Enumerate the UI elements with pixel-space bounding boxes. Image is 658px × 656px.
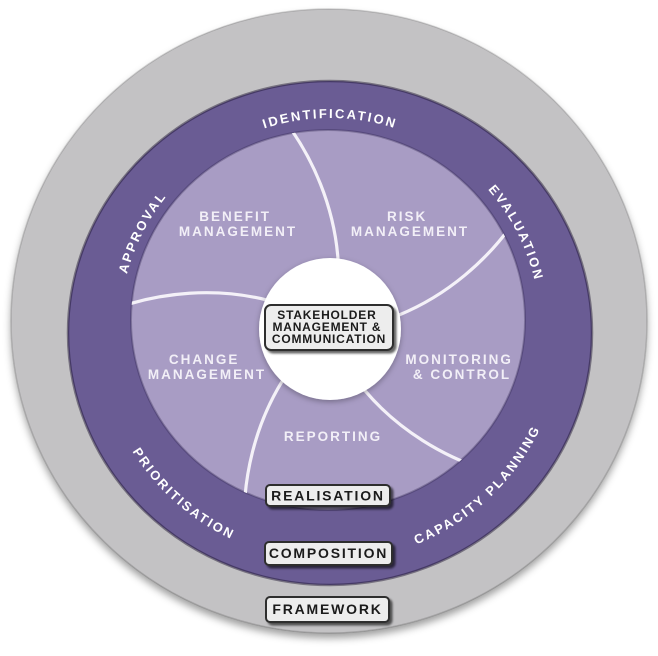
framework-tier-box <box>265 596 390 623</box>
segment-reporting: REPORTING <box>284 429 382 444</box>
segment-risk-management: RISK MANAGEMENT <box>351 209 469 239</box>
composition-tier-label: COMPOSITION <box>269 545 388 561</box>
framework-tier-label: FRAMEWORK <box>272 601 382 617</box>
segment-benefit-management: BENEFIT MANAGEMENT <box>179 209 297 239</box>
divider-risk-monitoring <box>397 224 513 317</box>
composition-tier-box <box>264 541 393 566</box>
hub-box-label: STAKEHOLDER MANAGEMENT & COMMUNICATION <box>272 308 386 346</box>
segment-monitoring-control: MONITORING & CONTROL <box>405 352 518 382</box>
realisation-tier-box <box>265 484 391 507</box>
divider-benefit-risk <box>286 130 340 261</box>
hub-box <box>264 304 394 351</box>
divider-change-benefit <box>131 291 268 308</box>
segment-change-management: CHANGE MANAGEMENT <box>148 352 266 382</box>
realisation-tier-label: REALISATION <box>271 488 385 504</box>
